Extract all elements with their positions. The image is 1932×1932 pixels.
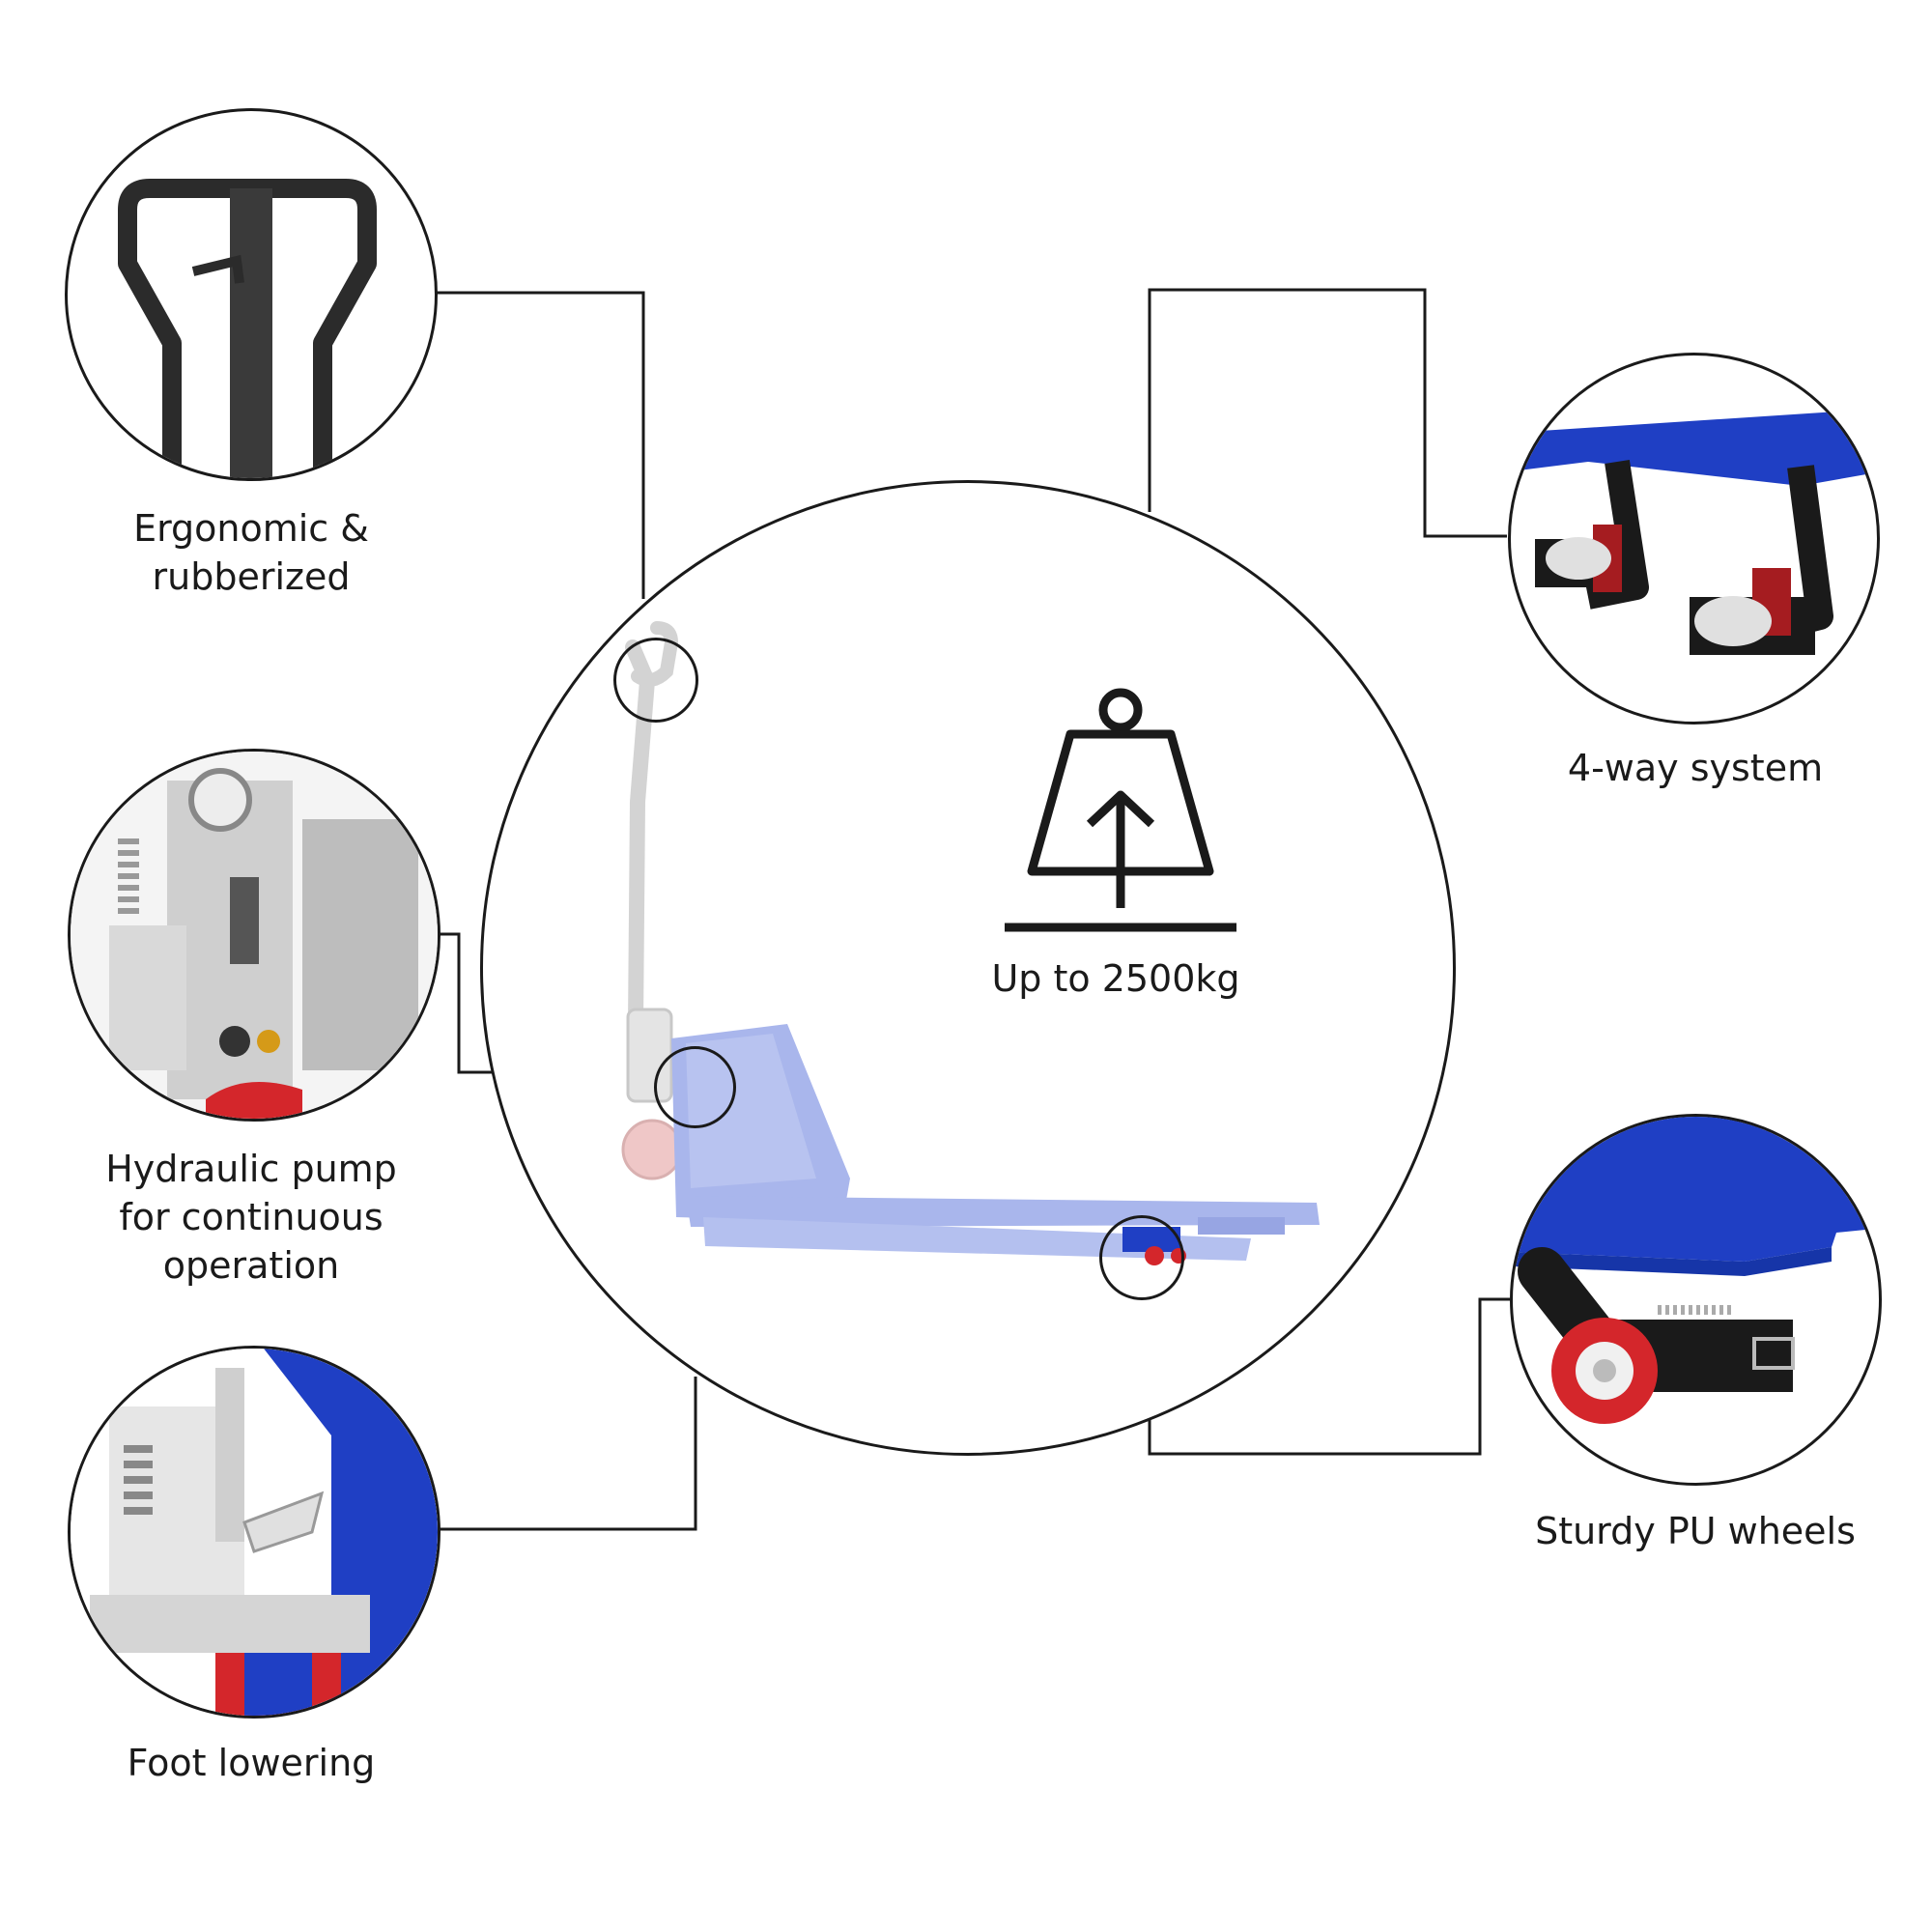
center-circle	[480, 480, 1456, 1456]
feature-circle-wheels	[1510, 1114, 1882, 1486]
connector-foot	[435, 1377, 697, 1531]
handle-icon	[118, 179, 377, 478]
steer-wheel	[621, 1119, 683, 1180]
feature-circle-pump	[68, 749, 440, 1122]
connector-handle	[435, 291, 645, 599]
hydraulic-pump-icon	[71, 752, 438, 1119]
connector-pump	[437, 932, 493, 1074]
foot-pedal-icon	[71, 1349, 438, 1716]
capacity-label: Up to 2500kg	[991, 957, 1240, 1000]
feature-label-fourway: 4-way system	[1567, 747, 1824, 789]
feature-label-handle: Ergonomic & rubberized	[133, 507, 369, 598]
feature-label-pump: Hydraulic pump for continuous operation	[105, 1148, 397, 1287]
handle-grip-black	[505, 610, 562, 664]
pallet-truck-illustration	[505, 610, 1320, 1265]
feature-label-foot: Foot lowering	[127, 1742, 376, 1784]
feature-circle-handle	[65, 108, 438, 481]
feature-label-wheels: Sturdy PU wheels	[1535, 1510, 1856, 1552]
weight-lift-icon	[1005, 688, 1236, 932]
pu-wheel-icon	[1513, 1117, 1879, 1424]
highlight-pump	[654, 1046, 736, 1128]
highlight-handle	[613, 638, 698, 723]
highlight-roller	[1099, 1215, 1184, 1300]
fork-rollers-icon	[1511, 409, 1877, 655]
feature-circle-fourway	[1508, 353, 1880, 724]
feature-circle-foot	[68, 1346, 440, 1719]
connector-fourway	[1148, 288, 1507, 538]
